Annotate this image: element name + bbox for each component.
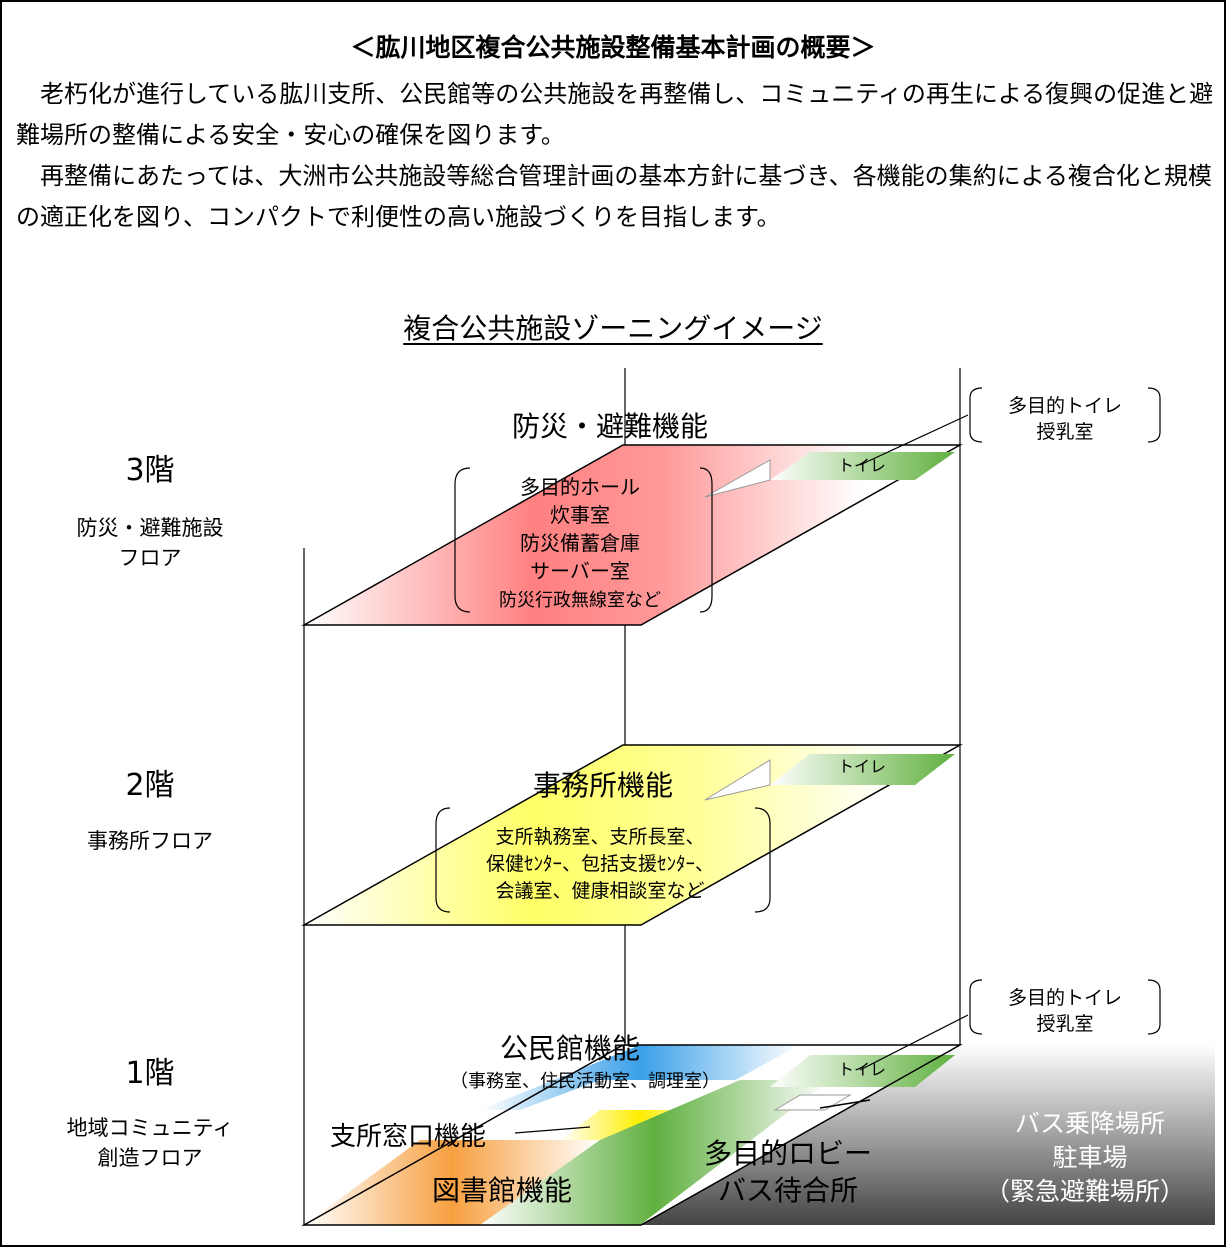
callout-brackets bbox=[435, 387, 1161, 1035]
floor-2-name: 事務所フロア bbox=[87, 829, 213, 853]
floor-1-name-line1: 地域コミュニティ bbox=[67, 1116, 234, 1140]
floor-3-function: 防災・避難機能 bbox=[512, 410, 708, 443]
floor-1-level: 1階 bbox=[125, 1056, 174, 1091]
library-zone bbox=[304, 1140, 600, 1225]
structure-lines bbox=[303, 368, 961, 1225]
floor-1-name-line2: 創造フロア bbox=[98, 1146, 203, 1170]
floor-3-room: 炊事室 bbox=[550, 503, 610, 527]
floor-3-room: 防災行政無線室など bbox=[499, 590, 661, 611]
community-zone bbox=[480, 1045, 800, 1110]
callout-leaders bbox=[514, 414, 969, 1134]
floor-3-room: 多目的ホール bbox=[520, 475, 640, 499]
floor-1-slab bbox=[301, 1044, 1215, 1226]
floor-2-toilet bbox=[770, 754, 955, 785]
library-zone-label: 図書館機能 bbox=[432, 1174, 572, 1207]
lobby-zone-label-2: バス待合所 bbox=[718, 1174, 858, 1207]
outside-zone-label-3: （緊急避難場所） bbox=[985, 1177, 1185, 1206]
floor-2-room: 保健ｾﾝﾀｰ、包括支援ｾﾝﾀｰ、 bbox=[486, 853, 714, 875]
floor-2-toilet-label: トイレ bbox=[838, 757, 886, 776]
callout-top-line1: 多目的トイレ bbox=[1008, 395, 1122, 417]
callout-bottom-line1: 多目的トイレ bbox=[1008, 987, 1122, 1009]
floor-1-toilet bbox=[770, 1055, 955, 1087]
floor-2-level: 2階 bbox=[125, 768, 174, 803]
diagram-title: 複合公共施設ゾーニングイメージ bbox=[403, 312, 823, 345]
lobby-zone-label-1: 多目的ロビー bbox=[704, 1137, 872, 1170]
floor-3-room: 防災備蓄倉庫 bbox=[520, 531, 640, 555]
floor-2-slab bbox=[301, 744, 963, 926]
floor-1-function-sub: （事務室、住民活動室、調理室） bbox=[450, 1071, 720, 1092]
floor-3-slab bbox=[301, 444, 963, 626]
floor-3-toilet-label: トイレ bbox=[838, 456, 886, 475]
floor-1-toilet-label: トイレ bbox=[838, 1060, 886, 1079]
floor-2-room: 支所執務室、支所長室、 bbox=[495, 826, 704, 848]
callout-bottom-line2: 授乳室 bbox=[1036, 1013, 1093, 1035]
floor-labels: 3階 防災・避難施設 フロア 2階 事務所フロア 1階 地域コミュニティ 創造フ… bbox=[67, 453, 234, 1170]
intro-paragraph: 老朽化が進行している肱川支所、公民館等の公共施設を再整備し、コミュニティの再生に… bbox=[16, 80, 1214, 149]
floor-3-name-line2: フロア bbox=[119, 546, 182, 570]
outside-zone bbox=[640, 1045, 1215, 1225]
counter-zone-label: 支所窓口機能 bbox=[330, 1122, 486, 1152]
floor-3-toilet bbox=[770, 452, 955, 480]
outside-zone-label-2: 駐車場 bbox=[1052, 1143, 1127, 1172]
outside-zone-label-1: バス乗降場所 bbox=[1015, 1109, 1165, 1138]
floor-3-level: 3階 bbox=[125, 453, 174, 488]
function-labels: 防災・避難機能 多目的ホール 炊事室 防災備蓄倉庫 サーバー室 防災行政無線室な… bbox=[330, 395, 1185, 1207]
floor-3-room: サーバー室 bbox=[530, 559, 630, 583]
policy-paragraph: 再整備にあたっては、大洲市公共施設等総合管理計画の基本方針に基づき、各機能の集約… bbox=[16, 162, 1212, 231]
page-heading: ＜肱川地区複合公共施設整備基本計画の概要＞ bbox=[350, 33, 876, 62]
callout-top-line2: 授乳室 bbox=[1036, 421, 1093, 443]
floor-1-function: 公民館機能 bbox=[500, 1032, 640, 1065]
floor-2-room: 会議室、健康相談室など bbox=[495, 880, 704, 902]
counter-zone bbox=[520, 1080, 740, 1110]
floor-3-name-line1: 防災・避難施設 bbox=[77, 516, 224, 540]
lobby-zone bbox=[480, 1080, 830, 1225]
floor-2-function: 事務所機能 bbox=[533, 769, 673, 802]
